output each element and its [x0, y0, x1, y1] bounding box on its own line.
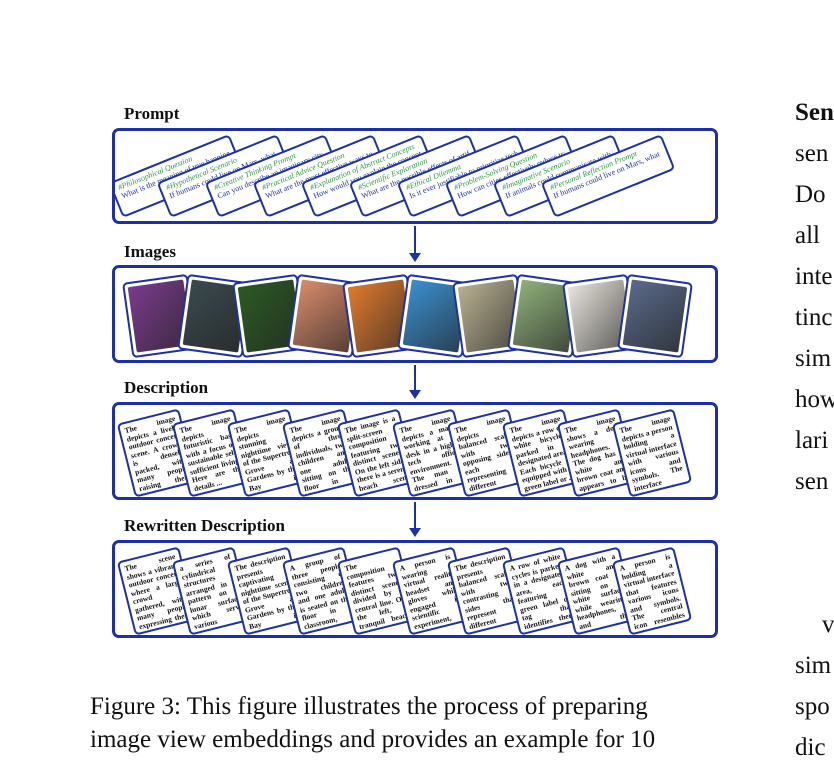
side-text-5: tinc: [795, 304, 833, 331]
side-text-7: how: [795, 386, 834, 413]
rewritten-box: The scene shows a vibrant outdoor concer…: [112, 540, 718, 638]
image-card: [617, 273, 693, 359]
arrow-down-icon: [409, 502, 421, 537]
images-box: [112, 265, 718, 363]
side-text-4: inte: [795, 263, 833, 290]
stage-label-description: Description: [124, 378, 209, 397]
side-text-6: sim: [795, 345, 832, 372]
side-text-11: sim: [795, 652, 832, 679]
caption-line-1: Figure 3: This figure illustrates the pr…: [90, 693, 648, 720]
side-text-13: dic: [795, 734, 826, 761]
stage-label-rewritten: Rewritten Description: [124, 516, 285, 535]
description-box: The image depicts a lively outdoor conce…: [112, 402, 718, 500]
stage-label-prompt: Prompt: [124, 104, 180, 123]
side-text-12: spo: [795, 693, 830, 720]
side-text-10: v: [822, 611, 834, 638]
image-thumbnail: [622, 279, 688, 353]
rewritten-cards: The scene shows a vibrant outdoor concer…: [115, 543, 715, 635]
figure-caption: Figure 3: This figure illustrates the pr…: [90, 690, 750, 756]
side-text-1: sen: [795, 140, 829, 167]
caption-line-2: image view embeddings and provides an ex…: [90, 726, 656, 753]
side-text-2: Do: [795, 181, 826, 208]
image-cards: [115, 268, 715, 360]
stage-label-images: Images: [124, 242, 176, 261]
description-cards: The image depicts a lively outdoor conce…: [115, 405, 715, 497]
side-text-8: lari: [795, 427, 829, 454]
arrow-down-icon: [409, 365, 421, 399]
side-text-0: Sen: [795, 99, 834, 126]
side-text-9: sen: [795, 468, 829, 495]
side-text-3: all: [795, 222, 820, 249]
arrow-down-icon: [409, 226, 421, 262]
